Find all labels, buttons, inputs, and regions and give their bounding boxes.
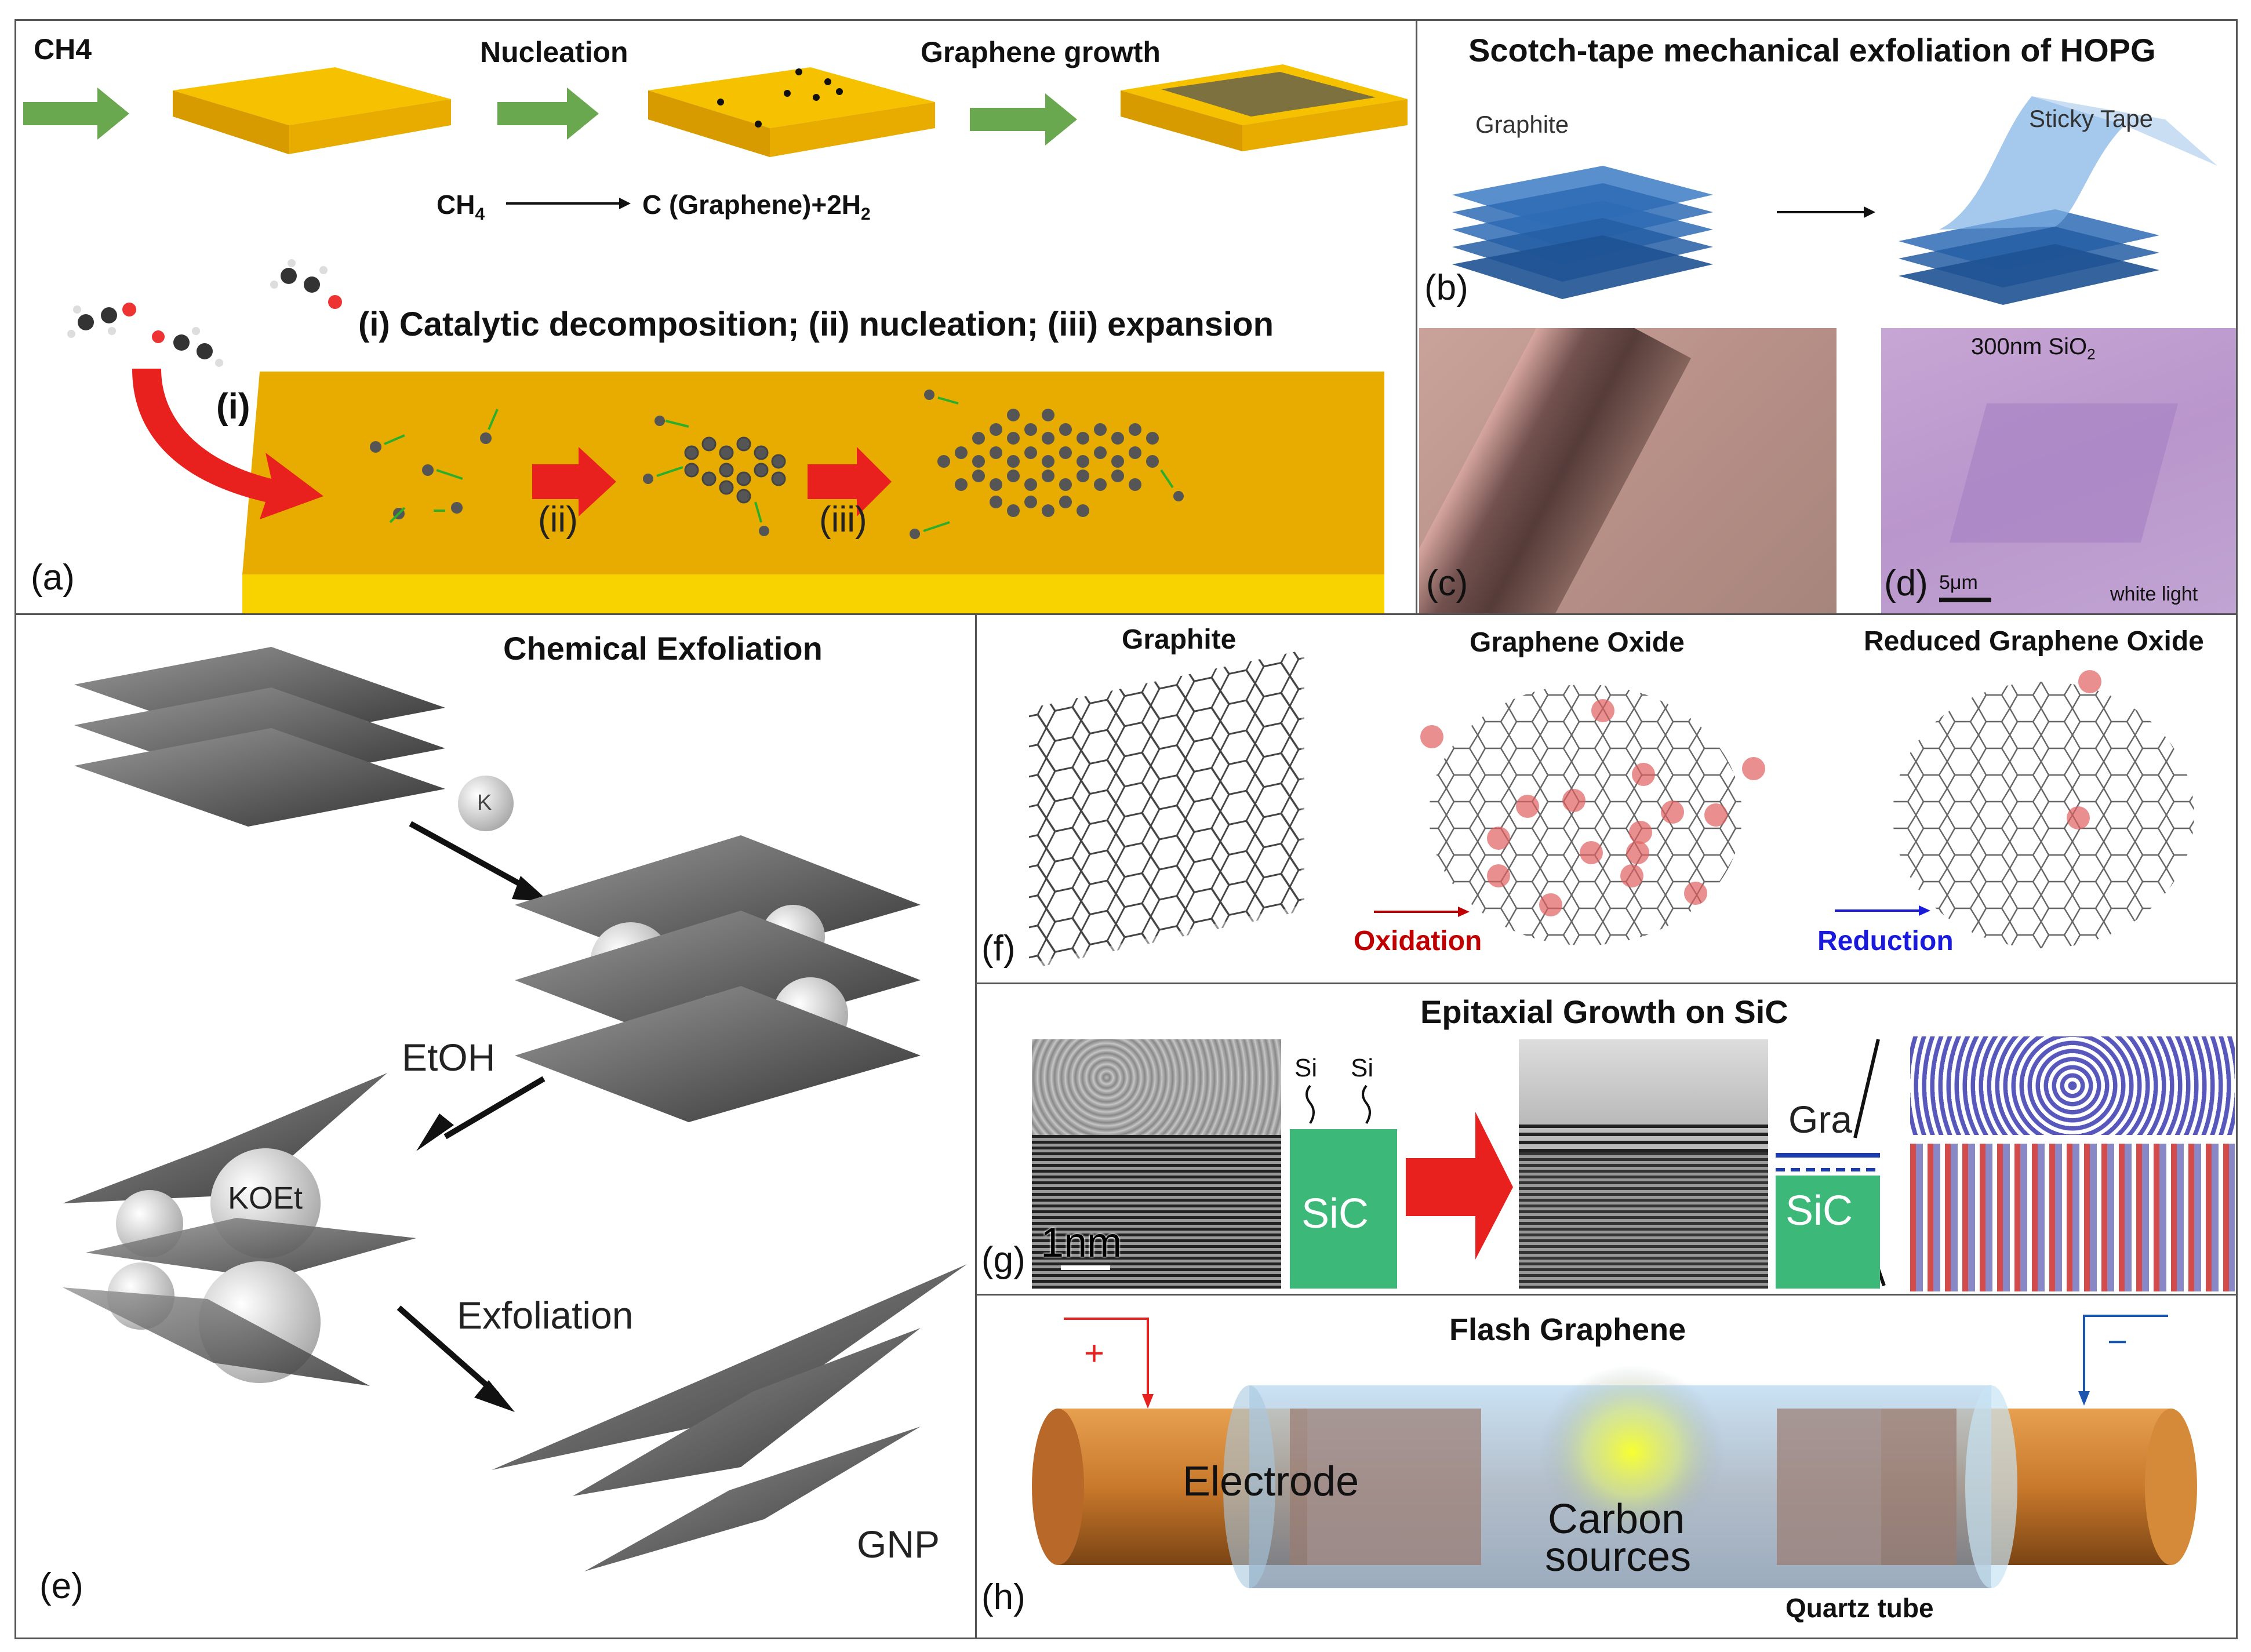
panel-h-label: (h)	[981, 1577, 1026, 1617]
panel-g: Epitaxial Growth on SiC 1nm SiC Si Si Si…	[975, 983, 2238, 1296]
panel-bcd: Scotch-tape mechanical exfoliation of HO…	[1416, 19, 2238, 615]
panel-a-graphics	[23, 64, 1408, 613]
g-sic1: SiC	[1301, 1191, 1369, 1237]
a-eq-left: CH4	[437, 190, 485, 224]
panel-e: Chemical Exfoliation K EtOH KOEt Exfolia…	[14, 613, 977, 1639]
flake	[1949, 403, 2179, 543]
a-step-iii: (iii)	[819, 500, 867, 540]
substrate-1	[173, 67, 451, 154]
h-title: Flash Graphene	[1449, 1312, 1686, 1347]
panel-h: Flash Graphene + − Electrode Carbon sour…	[975, 1294, 2238, 1639]
panel-h-graphics	[1032, 1315, 2197, 1588]
panel-a: CH4 Nucleation Graphene growth CH4 C (Gr…	[14, 19, 1417, 615]
panel-f-label: (f)	[981, 929, 1016, 969]
e-etoh: EtOH	[402, 1036, 496, 1079]
photo-d: 300nm SiO2 5μm white light (d)	[1881, 328, 2236, 613]
panel-b-graphics	[1452, 96, 2217, 305]
crystal-model	[1910, 1036, 2235, 1291]
graphene-oxide-lattice	[1420, 685, 1765, 945]
a-ch4-label: CH4	[34, 33, 92, 66]
h-plus: +	[1084, 1334, 1105, 1373]
f-rgo: Reduced Graphene Oxide	[1864, 626, 2204, 657]
panel-e-label: (e)	[39, 1566, 83, 1606]
tem-image-1: 1nm	[1032, 1039, 1281, 1289]
green-arrow-1	[23, 88, 129, 140]
h-quartz: Quartz tube	[1785, 1593, 1934, 1623]
panel-c-label: (c)	[1426, 563, 1468, 603]
red-block-arrow-g	[1406, 1112, 1513, 1260]
panel-a-label: (a)	[31, 558, 75, 598]
graphene-nucleus	[684, 436, 786, 504]
sic-block-1	[1290, 1129, 1397, 1289]
h-electrode: Electrode	[1183, 1458, 1359, 1505]
a-nucleation-label: Nucleation	[480, 36, 628, 68]
f-graphite: Graphite	[1122, 624, 1237, 655]
substrate-2	[648, 67, 935, 157]
sic-block-2	[1776, 1176, 1880, 1289]
g-scale-bar	[1061, 1265, 1110, 1270]
a-steps-title: (i) Catalytic decomposition; (ii) nuclea…	[358, 305, 1274, 343]
red-arrow-ii	[532, 447, 616, 516]
green-arrow-2	[497, 88, 599, 140]
d-scale-bar	[1939, 598, 1991, 602]
e-gnp: GNP	[857, 1523, 940, 1566]
photo-c: (c)	[1419, 328, 1837, 613]
g-title: Epitaxial Growth on SiC	[1420, 994, 1788, 1030]
d-light-text: white light	[2110, 583, 2198, 605]
e-koet: KOEt	[228, 1181, 303, 1216]
f-reduction: Reduction	[1817, 926, 1954, 956]
tape-stack	[1899, 96, 2217, 305]
a-growth-label: Graphene growth	[921, 36, 1161, 68]
h-minus: −	[2107, 1322, 2128, 1361]
g-si2: Si	[1351, 1054, 1374, 1082]
green-arrow-3	[970, 93, 1077, 145]
h-carbon1: Carbon	[1548, 1496, 1685, 1542]
red-arrow-iii	[808, 447, 892, 516]
red-curved-arrow	[132, 369, 323, 519]
graphene-expanded	[937, 409, 1159, 517]
e-title: Chemical Exfoliation	[503, 630, 823, 667]
graphite-lattice	[1029, 650, 1304, 969]
e-exfoliation: Exfoliation	[457, 1294, 634, 1337]
ethanol-molecules	[67, 259, 342, 367]
panel-e-graphics	[63, 647, 967, 1571]
panel-g-label: (g)	[981, 1240, 1026, 1280]
a-step-ii: (ii)	[538, 500, 578, 540]
tem-image-2	[1519, 1039, 1768, 1289]
g-sic2: SiC	[1785, 1188, 1853, 1234]
a-eq-right: C (Graphene)+2H2	[642, 190, 871, 224]
h-carbon2: sources	[1545, 1534, 1692, 1580]
a-step-i: (i)	[216, 387, 250, 427]
b-tape-label: Sticky Tape	[2029, 105, 2153, 132]
panel-f-graphics	[1029, 650, 2194, 969]
b-graphite-label: Graphite	[1475, 111, 1569, 138]
f-oxidation: Oxidation	[1354, 926, 1482, 956]
panel-f: Graphite Graphene Oxide Reduced Graphene…	[975, 613, 2238, 984]
substrate-3	[1121, 64, 1408, 151]
g-scale-text: 1nm	[1041, 1220, 1122, 1266]
d-scale-text: 5μm	[1939, 572, 1978, 594]
e-k: K	[477, 791, 492, 815]
panel-b-label: (b)	[1424, 268, 1468, 308]
graphite-stack	[1452, 166, 1713, 299]
f-go: Graphene Oxide	[1470, 627, 1685, 658]
b-title: Scotch-tape mechanical exfoliation of HO…	[1468, 32, 2156, 68]
g-si1: Si	[1294, 1054, 1318, 1082]
reduced-go-lattice	[1893, 670, 2194, 948]
g-gra: Gra	[1788, 1098, 1853, 1141]
panel-d-label: (d)	[1884, 563, 1928, 603]
d-top-text: 300nm SiO2	[1971, 334, 2096, 363]
